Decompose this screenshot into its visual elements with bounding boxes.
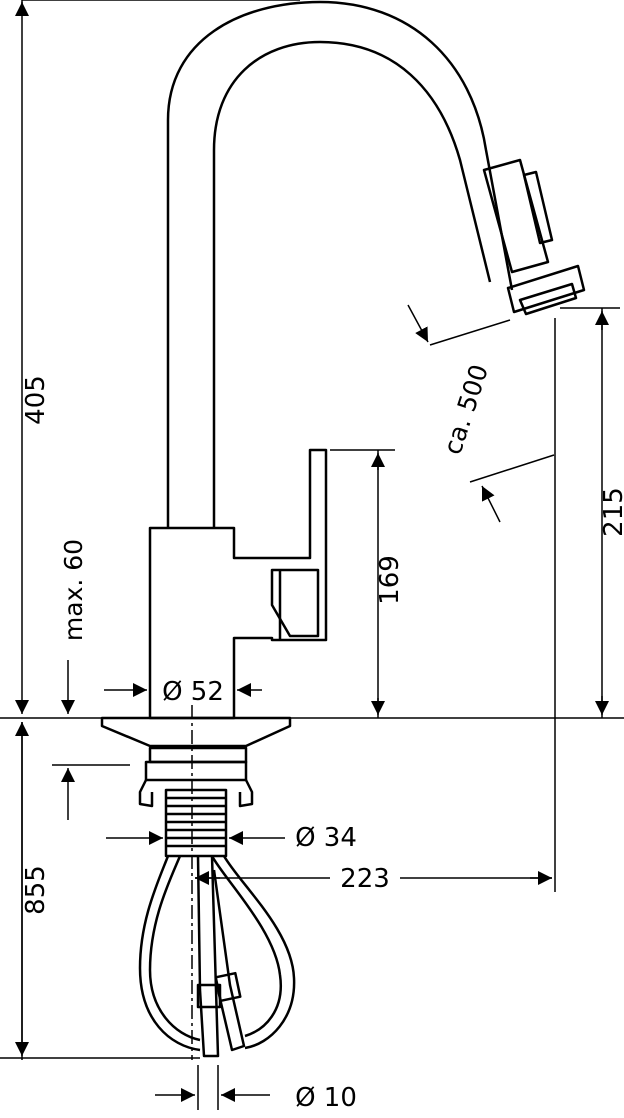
mount-nut	[148, 746, 248, 764]
dim-855: 855	[21, 865, 51, 915]
dim-ca500: ca. 500	[438, 361, 494, 458]
supply-tube-right	[212, 869, 246, 1052]
dim-dia34: Ø 34	[295, 823, 357, 853]
dim-215: 215	[599, 487, 624, 537]
faucet-outline	[100, 0, 586, 1058]
dim-dia10: Ø 10	[295, 1083, 357, 1113]
spray-tip	[518, 282, 578, 316]
spray-head	[482, 158, 550, 274]
spray-button	[522, 170, 554, 245]
lever-handle	[270, 568, 320, 638]
base-plate	[100, 716, 292, 748]
dim-169: 169	[375, 555, 405, 605]
dim-dia52: Ø 52	[162, 677, 224, 707]
dim-223: 223	[340, 864, 390, 894]
dim-max60: max. 60	[59, 539, 88, 641]
spout-outer	[166, 0, 514, 528]
dim-405: 405	[21, 375, 51, 425]
spout-inner	[212, 40, 492, 528]
supply-tube-left	[196, 855, 220, 1058]
spray-nozzle	[506, 264, 586, 314]
hose-loop	[148, 855, 283, 1042]
